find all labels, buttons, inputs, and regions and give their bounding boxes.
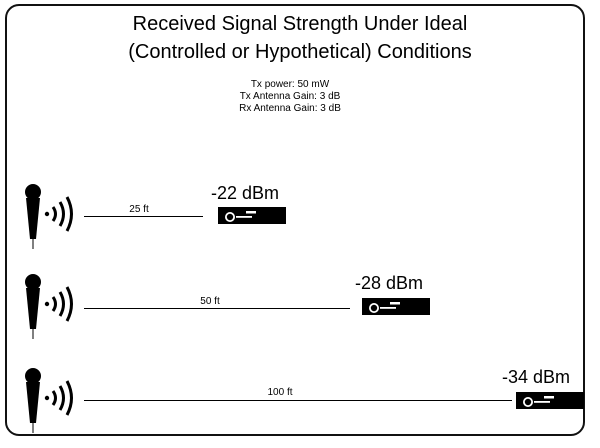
receiver-unit-icon	[362, 298, 430, 315]
param-tx-gain: Tx Antenna Gain: 3 dB	[239, 91, 341, 102]
receiver-unit-icon	[516, 392, 584, 409]
rssi-value: -22 dBm	[211, 183, 280, 203]
link-row-100ft: 100 ft -34 dBm	[0, 367, 600, 447]
rssi-value: -34 dBm	[502, 367, 571, 387]
distance-label: 50 ft	[200, 296, 220, 307]
param-rx-gain: Rx Antenna Gain: 3 dB	[239, 103, 341, 114]
distance-label: 25 ft	[129, 204, 149, 215]
title-line-2: (Controlled or Hypothetical) Conditions	[128, 41, 472, 63]
microphone-transmitter-icon	[25, 274, 73, 339]
link-row-25ft: 25 ft -22 dBm	[0, 183, 600, 263]
title-line-1: Received Signal Strength Under Ideal	[132, 13, 468, 35]
signal-path-line	[84, 400, 512, 401]
signal-path-line	[84, 216, 203, 217]
distance-label: 100 ft	[267, 387, 293, 398]
link-row-50ft: 50 ft -28 dBm	[0, 273, 600, 353]
microphone-transmitter-icon	[25, 368, 73, 433]
diagram-frame	[5, 4, 585, 436]
microphone-transmitter-icon	[25, 184, 73, 249]
rssi-value: -28 dBm	[355, 273, 424, 293]
receiver-unit-icon	[218, 207, 286, 224]
param-tx-power: Tx power: 50 mW	[250, 79, 330, 90]
signal-path-line	[84, 308, 350, 309]
